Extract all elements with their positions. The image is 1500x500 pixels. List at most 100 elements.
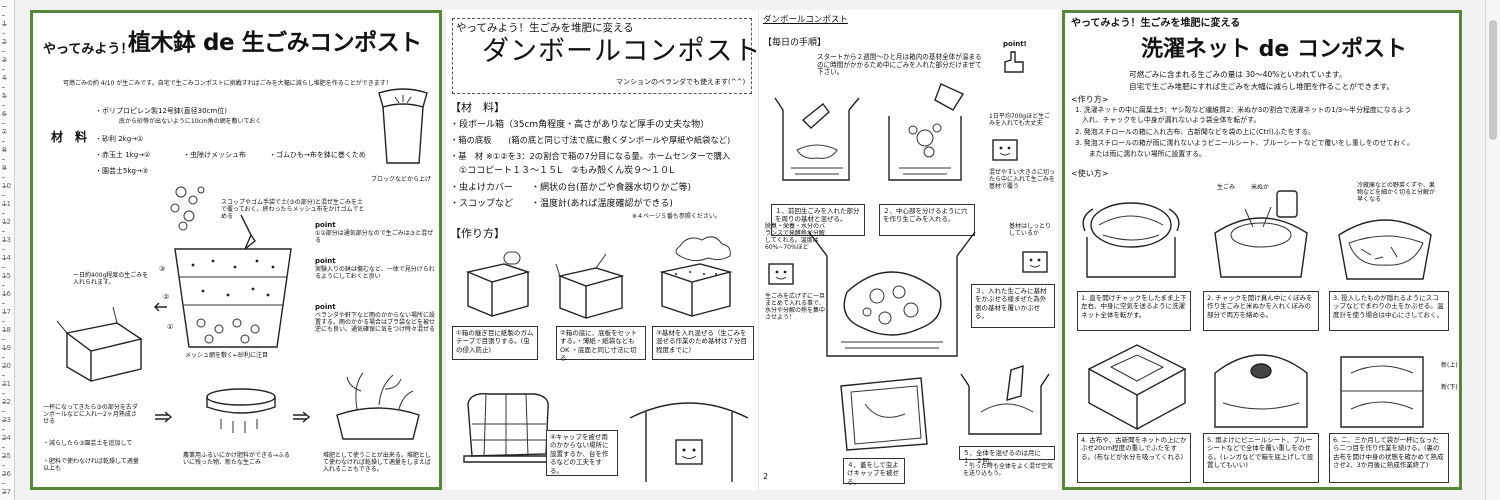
p1-intro: 可燃ごみの約 4/10 が生ごみです。自宅で生ごみコンポストに挑戦すればごみを大… xyxy=(63,80,392,87)
ruler-number: 6 xyxy=(2,110,7,118)
arrow-left-icon xyxy=(154,302,167,312)
smiley-box-2-icon xyxy=(1022,251,1048,273)
ruler-tick xyxy=(2,42,7,43)
p4-use-5: 5. 雨よけにビニールシート、ブルーシートなどで全体を覆い重しをのせる。(レンガ… xyxy=(1203,433,1319,483)
p1-sieve-caption: 農業用ふるいにかけ肥料ができる→ふるいに残った物、新たな生ごみ xyxy=(183,452,290,466)
storage-box-drawing xyxy=(56,306,143,383)
p1-title-big: 植木鉢 de 生ごみコンポスト xyxy=(128,30,422,56)
newspaper-box-drawing xyxy=(1087,344,1187,431)
p3-step-2: ２、中心部を分けるように穴を作り生ごみを入れる。 xyxy=(879,204,975,236)
ruler-number: 19 xyxy=(2,344,11,352)
ruler-tick xyxy=(2,159,5,160)
ruler-tick xyxy=(2,321,5,322)
ruler-number: 27 xyxy=(2,488,11,496)
page-2-cardboard-compost: やってみよう！生ごみを堆肥に変える ダンボールコンポスト マンションのベランダで… xyxy=(446,10,758,490)
p2-step-1: ①箱の継ぎ目に紙製のガムテープで目張りする。(虫の侵入防止) xyxy=(452,326,538,360)
ruler-tick xyxy=(2,222,7,223)
p2-title-box xyxy=(452,18,752,94)
p3-side-note-1: 1日平均700gほど生ごみを入れても大丈夫 xyxy=(989,113,1051,127)
ruler-number: 17 xyxy=(2,308,11,316)
ruler-number: 18 xyxy=(2,326,11,334)
p1-block-note: ブロックなどから上げ xyxy=(371,176,432,183)
ruler-number: 4 xyxy=(2,74,7,82)
ruler-tick xyxy=(2,492,7,493)
p1-mesh-label: メッシュ網を敷く←砂利に注目 xyxy=(185,352,269,359)
ruler-tick xyxy=(2,429,5,430)
ruler-tick xyxy=(2,249,5,250)
ruler-number: 15 xyxy=(2,272,11,280)
p2-title: ダンボールコンポスト xyxy=(482,36,758,67)
p1-point1-title: point xyxy=(315,221,336,229)
p1-layer-3: ③ xyxy=(159,265,166,273)
ruler-tick xyxy=(2,483,5,484)
p3-step-1-text: １、前回生ごみを入れた部分を周りの基材と混ぜる。 xyxy=(775,207,860,224)
p3-side-note-2: 混ぜやすい大きさに切ったら中に入れて生ごみを基材で覆う xyxy=(989,169,1056,190)
ruler-number: 16 xyxy=(2,290,11,298)
ruler-tick xyxy=(2,240,7,241)
p3-point-label: point! xyxy=(1003,40,1027,48)
p2-header-line: やってみよう！生ごみを堆肥に変える xyxy=(456,22,634,34)
p4-tiny-3: 冷蔵庫などの野菜くずや、果物などを細かく切ると分解が早くなる xyxy=(1357,182,1436,203)
ruler-tick xyxy=(2,150,7,151)
ruler-tick xyxy=(2,330,7,331)
p1-material-7: ・ゴムひも→布を鉢に巻くため xyxy=(269,151,366,159)
p2-step-4: ④キャップを被せ雨のかからない場所に設置するか、台を作るなどの工夫をする。 xyxy=(546,430,618,476)
p1-point2: 実験入りの鉢は傷むなど、一体で見分けられるようにしておくと良い xyxy=(315,266,435,280)
p4-tiny-2: 米ぬか xyxy=(1251,184,1270,191)
p4-method-3: 2. 発泡スチロールの箱に入れ古布、古新聞などを袋の上に(Ctrl)ふたをする。 xyxy=(1075,128,1316,136)
p2-item-2: ・箱の底板 (箱の底と同じ寸法で底に敷くダンボールや厚紙や紙袋など) xyxy=(450,135,731,145)
p1-title-small: やってみよう！ xyxy=(43,42,134,57)
ruler-tick xyxy=(2,60,7,61)
ruler-tick xyxy=(2,339,5,340)
ruler-tick xyxy=(2,15,5,16)
page-1-planter-compost: やってみよう！ 植木鉢 de 生ごみコンポスト 可燃ごみの約 4/10 が生ごみ… xyxy=(30,10,442,490)
p3-left-note-2: 生ごみを広げずに一旦まとめて入れる事で、水分や分解の熱を集中させよう！ xyxy=(765,293,826,321)
box-with-base-drawing xyxy=(659,236,733,317)
p1-point3-title: point xyxy=(315,303,336,311)
p3-page-num: 2 xyxy=(763,472,769,481)
ruler-number: 22 xyxy=(2,398,11,406)
covered-box-drawing xyxy=(463,393,553,463)
p1-material-4: ・赤玉土 1kg→② xyxy=(95,151,151,159)
p1-materials-label: 材 料 xyxy=(51,130,88,144)
p4-use-3-text: 3. 投入したものが隠れるようにスコップなどでまわりの土をかぶせる。温度計を使う… xyxy=(1333,294,1444,319)
p1-daily-note: 一日約400g程度の生ごみを入れられます。 xyxy=(73,272,149,286)
p3-left-note: 脱臭・栄養・水分のバランスで発酵熱が分解してくれる。温度は60%~70%ほど xyxy=(765,223,826,251)
vertical-scrollbar[interactable] xyxy=(1485,0,1500,500)
p3-step-3: ３、入れた生ごみに基材をかぶせる様まぜた為外側の基材を覆いかぶせる。 xyxy=(971,284,1055,328)
ruler-tick xyxy=(2,294,7,295)
arrow-right-icon xyxy=(155,411,173,423)
p4-use-3: 3. 投入したものが隠れるようにスコップなどでまわりの土をかぶせる。温度計を使う… xyxy=(1329,291,1449,331)
p4-use-4-text: 4. 古布や、古新聞をネットの上にかぶせ20cm程度の重しでふたをする。(布など… xyxy=(1081,436,1187,461)
p2-step-2-text: ②箱の底に、底板をセットする。・薄紙・紙袋などもOK ・底面と同じ寸法に切る xyxy=(560,329,638,363)
p4-method-1: 1. 洗濯ネットの中に腐葉土5：ヤシ殻など繊維質2：米ぬか3の割合で洗濯ネットの… xyxy=(1075,106,1412,114)
ruler-number: 11 xyxy=(2,200,11,208)
ruler-number: 3 xyxy=(2,56,7,64)
p4-method-2: 入れ、チャックをし中身が漏れないよう袋全体を転がす。 xyxy=(1075,116,1261,124)
food-scraps-icon xyxy=(170,186,205,231)
p2-item-3: ・基 材 ※①②を3：2の割合で箱の7分目になる量。ホームセンターで購入 xyxy=(450,151,731,161)
p2-step-3: ③基材を入れ混ぜる（生ごみを混ぜる作業のため基材は７分目程度までに） xyxy=(652,326,754,360)
ruler-number: 12 xyxy=(2,218,11,226)
ruler-tick xyxy=(2,24,7,25)
p2-footnote: ※４ページ５番も参照ください。 xyxy=(632,213,721,220)
p2-item-1: ・段ボール箱（35cm角程度・高さがありなど厚手の丈夫な物） xyxy=(450,120,710,130)
ruler-tick xyxy=(2,141,5,142)
ruler-tick xyxy=(2,168,7,169)
planter-layers-drawing xyxy=(174,248,292,348)
p2-materials-heading: 【材 料】 xyxy=(450,101,505,114)
p4-intro-2: 自宅で生ごみ堆肥にすれば生ごみを大幅に減らし堆肥を作ることができます。 xyxy=(1129,82,1395,91)
p1-scoop-note: スコップやゴム手袋で土(③の部分)と混ぜ生ごみを土で覆っておく。終わったらメッシ… xyxy=(221,199,365,220)
ruler-tick xyxy=(2,438,7,439)
sieve-drawing xyxy=(206,388,276,433)
ruler-number: 25 xyxy=(2,452,11,460)
p4-use-2: 2. チャックを開け真ん中にくぼみを作り生ごみと米ぬかを入れくぼみの部分で両方を… xyxy=(1203,291,1319,331)
p3-daily-heading: 【毎日の手順】 xyxy=(763,38,827,48)
ruler-number: 2 xyxy=(2,38,7,46)
ruler-tick xyxy=(2,186,7,187)
ruler-number: 1 xyxy=(2,20,7,28)
ruler-tick xyxy=(2,420,7,421)
mixing-box-drawing xyxy=(774,97,860,181)
scrollbar-thumb[interactable] xyxy=(1489,20,1497,140)
